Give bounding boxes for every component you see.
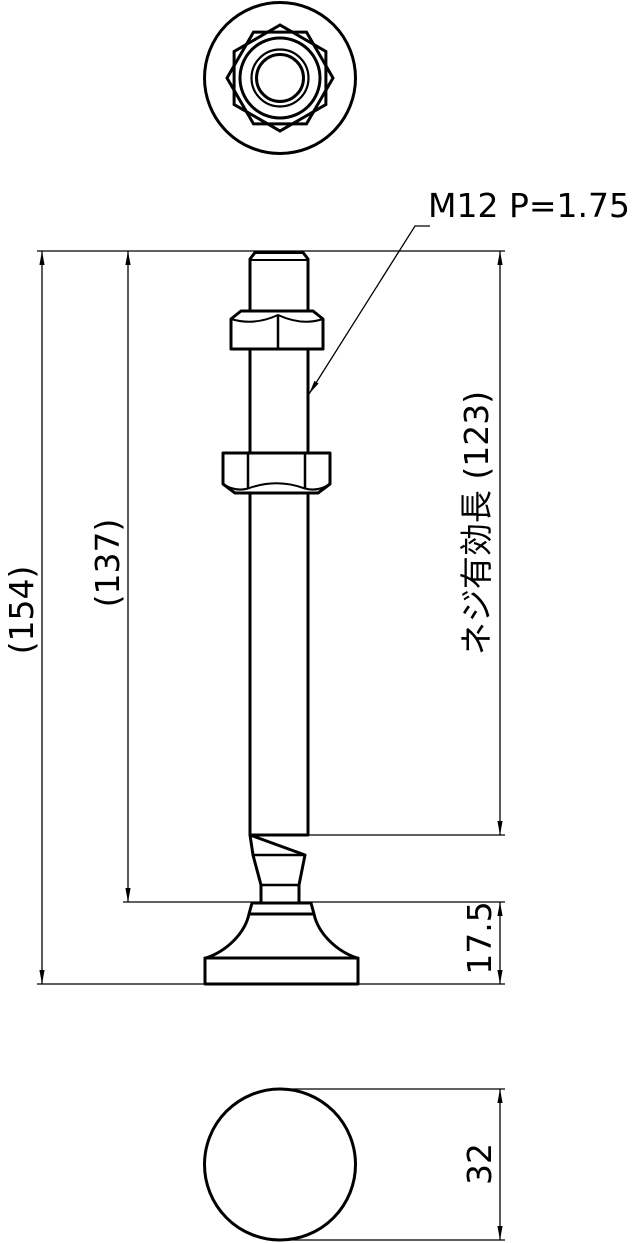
top-view-chamfer-circle xyxy=(238,36,322,120)
dimension-arrows xyxy=(39,251,503,1240)
lower-nut-outline xyxy=(221,451,332,495)
top-view-thread-circle xyxy=(250,48,310,108)
top-view xyxy=(203,1,357,155)
arrow-icon xyxy=(497,970,503,984)
arrow-icon xyxy=(125,251,131,265)
bottom-view xyxy=(203,1087,357,1242)
top-view-hex-nut-lower xyxy=(232,23,328,133)
arrow-icon xyxy=(497,902,503,916)
top-view-base-circle xyxy=(203,1,357,155)
taper-and-foot xyxy=(203,833,360,986)
arrow-icon xyxy=(39,970,45,984)
leader-arrow-icon xyxy=(309,380,319,394)
dim-label-thread-effective: ネジ有効長 (123) xyxy=(457,391,496,655)
arrow-icon xyxy=(497,1226,503,1240)
arrow-icon xyxy=(497,821,503,835)
arrow-icon xyxy=(497,251,503,265)
top-view-hole-circle xyxy=(255,53,305,103)
top-view-hex-nut-upper xyxy=(225,30,335,126)
arrow-icon xyxy=(39,251,45,265)
thread-spec-label: M12 P=1.75 xyxy=(428,186,630,225)
dim-label-17-5: 17.5 xyxy=(460,901,499,974)
upper-nut xyxy=(229,309,325,351)
lower-nut xyxy=(221,451,332,495)
dim-label-154: (154) xyxy=(2,566,41,655)
dim-label-137: (137) xyxy=(88,519,127,608)
dim-label-32: 32 xyxy=(460,1143,499,1185)
front-view xyxy=(203,251,360,986)
labels: M12 P=1.75 (154) (137) ネジ有効長 (123) 17.5 … xyxy=(2,186,630,1185)
thread-leader-line xyxy=(308,225,430,395)
arrow-icon xyxy=(497,1089,503,1103)
arrow-icon xyxy=(125,888,131,902)
dimension-layer xyxy=(37,225,505,1241)
bottom-view-base-circle xyxy=(203,1087,357,1242)
lower-nut-chamfer-arcs xyxy=(222,482,331,491)
